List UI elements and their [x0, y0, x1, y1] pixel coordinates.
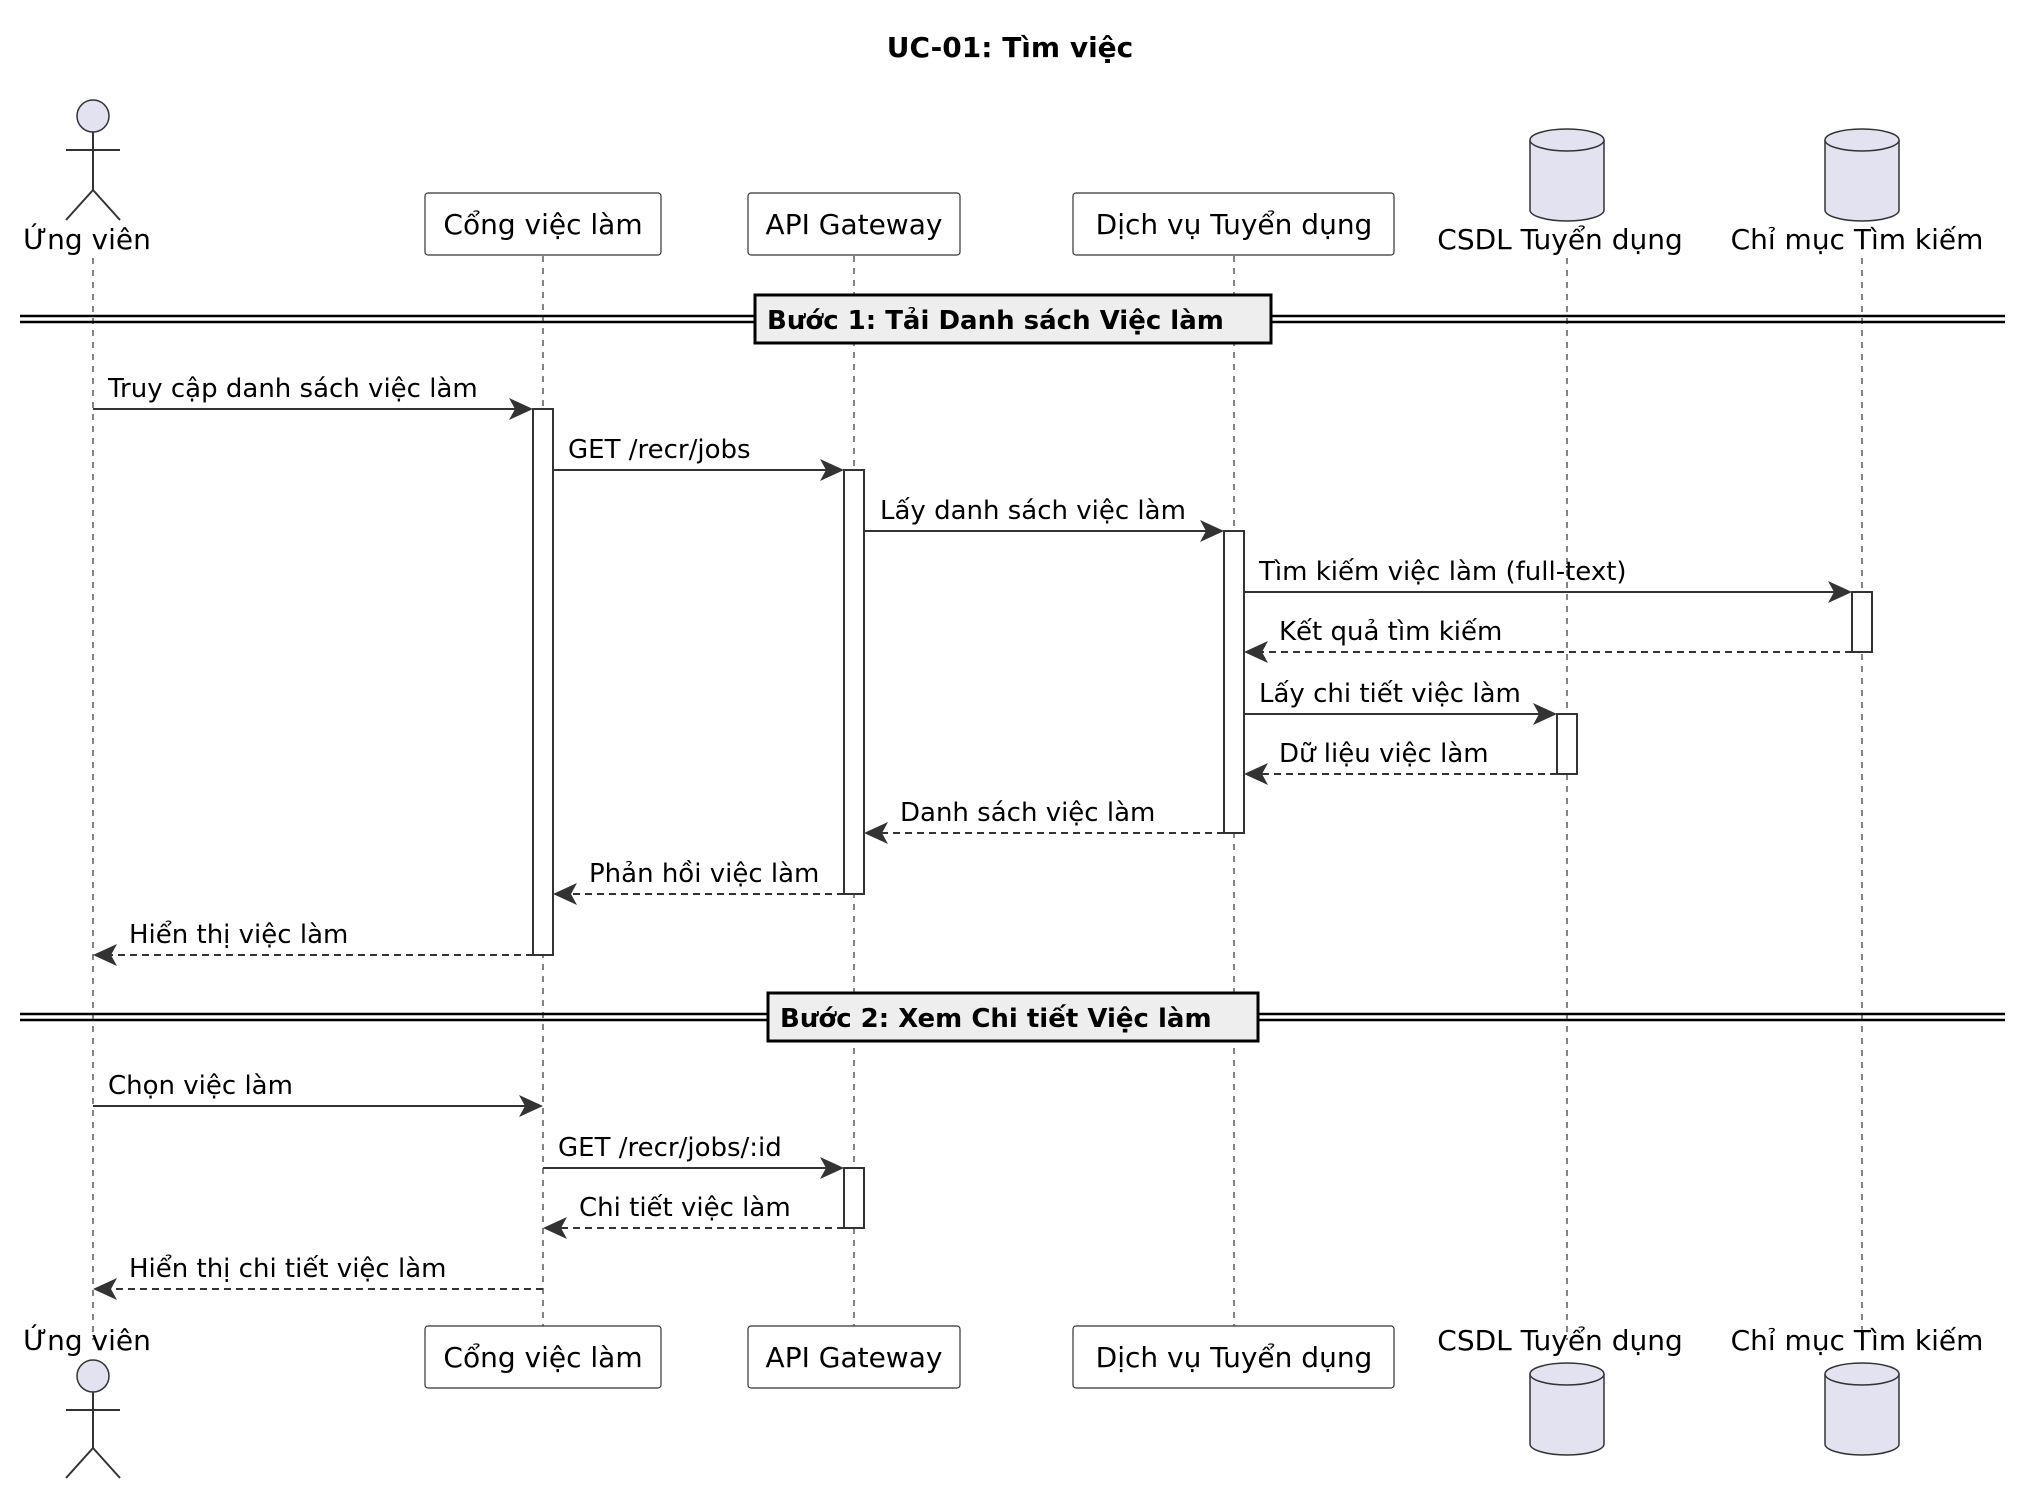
message-arrow: Hiển thị việc làm	[93, 919, 533, 966]
actor-candidate-top: Ứng viên	[23, 99, 151, 256]
divider-step-2: Bước 2: Xem Chi tiết Việc làm	[20, 991, 2005, 1043]
participants-top: Ứng viên Cổng việc làm API Gateway Dịch …	[23, 99, 1984, 256]
lifelines	[92, 256, 1863, 1340]
participant-label-gateway: API Gateway	[766, 208, 943, 241]
participant-recruit-top: Dịch vụ Tuyển dụng	[1072, 192, 1395, 256]
message-label: Truy cập danh sách việc làm	[107, 374, 478, 404]
participant-label-gateway: API Gateway	[766, 1341, 943, 1374]
participant-recruit-bottom: Dịch vụ Tuyển dụng	[1072, 1325, 1395, 1389]
arrowhead-icon	[509, 398, 533, 420]
database-index-bottom: Chỉ mục Tìm kiếm	[1731, 1324, 1984, 1456]
arrowhead-icon	[864, 822, 888, 844]
arrowhead-icon	[1200, 520, 1224, 542]
participant-label-recruit: Dịch vụ Tuyển dụng	[1096, 208, 1373, 241]
divider-label: Bước 1: Tải Danh sách Việc làm	[767, 305, 1224, 336]
message-label: Tìm kiếm việc làm (full-text)	[1258, 557, 1627, 587]
message-label: Chọn việc làm	[108, 1071, 293, 1101]
arrowhead-icon	[1828, 581, 1852, 603]
participant-label-portal: Cổng việc làm	[443, 208, 642, 241]
database-db-top: CSDL Tuyển dụng	[1437, 128, 1683, 256]
participant-label-candidate: Ứng viên	[23, 222, 151, 256]
message-arrow: Dữ liệu việc làm	[1244, 739, 1557, 785]
message-arrow: Chi tiết việc làm	[543, 1193, 844, 1239]
message-arrow: Lấy danh sách việc làm	[864, 496, 1224, 542]
arrowhead-icon	[93, 944, 117, 966]
database-icon	[1529, 140, 1605, 222]
participant-gateway-top: API Gateway	[747, 192, 961, 256]
message-arrow: Hiển thị chi tiết việc làm	[93, 1253, 543, 1300]
participant-label-index: Chỉ mục Tìm kiếm	[1731, 223, 1984, 256]
message-label: Hiển thị chi tiết việc làm	[129, 1253, 446, 1284]
participant-gateway-bottom: API Gateway	[747, 1325, 961, 1389]
message-arrow: Kết quả tìm kiếm	[1244, 617, 1852, 663]
message-arrow: Chọn việc làm	[93, 1071, 543, 1117]
participant-label-db: CSDL Tuyển dụng	[1437, 223, 1682, 256]
divider-step-1: Bước 1: Tải Danh sách Việc làm	[20, 293, 2005, 345]
participant-label-recruit: Dịch vụ Tuyển dụng	[1096, 1341, 1373, 1374]
message-label: Hiển thị việc làm	[129, 919, 348, 950]
message-arrow: Lấy chi tiết việc làm	[1244, 679, 1557, 725]
actor-head-icon	[76, 1359, 110, 1393]
arrowhead-icon	[543, 1217, 567, 1239]
message-arrow: GET /recr/jobs/:id	[543, 1133, 844, 1179]
arrowhead-icon	[820, 1157, 844, 1179]
message-arrow: Truy cập danh sách việc làm	[93, 374, 533, 420]
activation-gateway-1	[843, 469, 865, 895]
activation-bars	[532, 408, 1873, 1229]
participant-label-candidate: Ứng viên	[23, 1323, 151, 1357]
arrowhead-icon	[553, 883, 577, 905]
database-icon	[1824, 1374, 1900, 1456]
arrowhead-icon	[820, 459, 844, 481]
message-label: Lấy danh sách việc làm	[880, 496, 1186, 526]
participant-portal-bottom: Cổng việc làm	[424, 1325, 662, 1389]
arrowhead-icon	[1533, 703, 1557, 725]
activation-index-1	[1851, 591, 1873, 653]
participants-bottom: Ứng viên Cổng việc làm API Gateway Dịch …	[23, 1323, 1984, 1479]
database-index-top: Chỉ mục Tìm kiếm	[1731, 128, 1984, 256]
message-label: Kết quả tìm kiếm	[1279, 617, 1502, 647]
participant-label-index: Chỉ mục Tìm kiếm	[1731, 1324, 1984, 1357]
actor-candidate-bottom: Ứng viên	[23, 1323, 151, 1479]
activation-portal-1	[532, 408, 554, 956]
diagram-title: UC-01: Tìm việc	[887, 31, 1134, 64]
participant-label-portal: Cổng việc làm	[443, 1341, 642, 1374]
message-label: Dữ liệu việc làm	[1279, 739, 1489, 769]
participant-portal-top: Cổng việc làm	[424, 192, 662, 256]
database-db-bottom: CSDL Tuyển dụng	[1437, 1324, 1683, 1456]
participant-label-db: CSDL Tuyển dụng	[1437, 1324, 1682, 1357]
activation-gateway-2	[843, 1167, 865, 1229]
arrowhead-icon	[1244, 763, 1268, 785]
database-icon	[1529, 1374, 1605, 1456]
divider-label: Bước 2: Xem Chi tiết Việc làm	[780, 1003, 1212, 1034]
message-arrow: Phản hồi việc làm	[553, 859, 844, 905]
message-label: Phản hồi việc làm	[589, 859, 819, 889]
message-label: Chi tiết việc làm	[579, 1193, 791, 1223]
arrowhead-icon	[1244, 641, 1268, 663]
database-icon	[1824, 140, 1900, 222]
messages: Truy cập danh sách việc làm GET /recr/jo…	[93, 374, 1852, 1300]
activation-recruit-1	[1223, 530, 1245, 834]
message-arrow: Tìm kiếm việc làm (full-text)	[1244, 557, 1852, 603]
activation-db-1	[1556, 713, 1578, 775]
arrowhead-icon	[519, 1095, 543, 1117]
message-label: Danh sách việc làm	[900, 798, 1155, 828]
message-label: GET /recr/jobs	[568, 435, 751, 465]
arrowhead-icon	[93, 1278, 117, 1300]
message-arrow: GET /recr/jobs	[553, 435, 844, 481]
message-label: Lấy chi tiết việc làm	[1259, 679, 1521, 709]
actor-head-icon	[76, 99, 110, 133]
message-label: GET /recr/jobs/:id	[558, 1133, 782, 1163]
message-arrow: Danh sách việc làm	[864, 798, 1224, 844]
